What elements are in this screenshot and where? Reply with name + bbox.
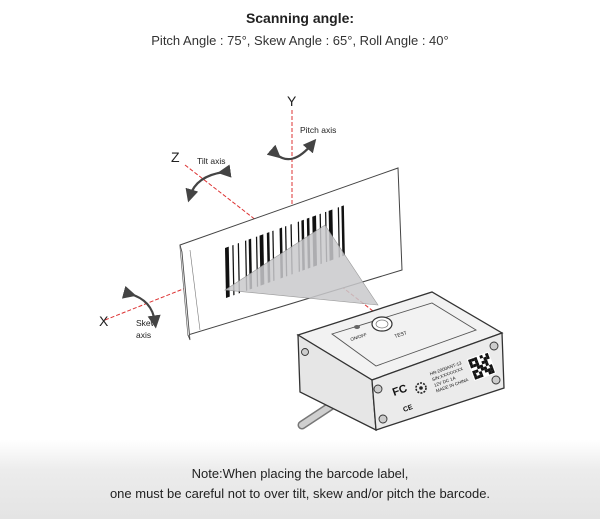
test-button-icon	[371, 316, 393, 332]
gear-logo-icon	[415, 382, 427, 394]
scanning-angles-subtitle: Pitch Angle : 75°, Skew Angle : 65°, Rol…	[151, 33, 449, 48]
page-title: Scanning angle:	[245, 10, 355, 26]
y-axis-letter: Y	[287, 93, 297, 109]
barcode-card-inner-line	[189, 249, 201, 331]
screw-icon	[373, 384, 383, 394]
ce-mark: CE	[402, 404, 414, 414]
barcode-bar	[337, 207, 340, 258]
tilt-rotation-arrow-icon	[185, 164, 232, 203]
z-axis-letter: Z	[171, 149, 180, 165]
skew-rotation-arrow-icon	[121, 285, 161, 329]
button-right-text: TEST	[394, 330, 408, 340]
barcode-bar	[341, 205, 345, 257]
x-axis-letter: X	[99, 313, 109, 329]
qr-code-icon	[466, 351, 497, 382]
screw-icon	[378, 414, 388, 424]
screw-icon	[491, 375, 501, 385]
pitch-axis-label: Pitch axis	[300, 125, 336, 135]
barcode-bar	[232, 244, 235, 296]
note-line-1: Note:When placing the barcode label,	[191, 466, 409, 481]
status-led-icon	[354, 325, 360, 329]
screw-icon	[301, 348, 309, 356]
barcode-scanner-device: ON/OFF TEST FC CE HR-2000ANT-13 S/N:XXXX…	[296, 291, 505, 432]
barcode-card-edge	[179, 244, 191, 341]
screw-icon	[489, 341, 499, 351]
scanner-front-face	[371, 332, 505, 431]
tilt-axis-label: Tilt axis	[197, 156, 226, 166]
pitch-rotation-arrow-icon	[266, 138, 317, 161]
scan-beam	[224, 224, 379, 306]
fc-mark: FC	[391, 383, 409, 399]
barcode-bar	[225, 246, 230, 298]
note-line-2: one must be careful not to over tilt, sk…	[109, 486, 491, 501]
button-left-text: ON/OFF	[350, 332, 368, 342]
skew-axis-label-2: axis	[136, 330, 151, 340]
